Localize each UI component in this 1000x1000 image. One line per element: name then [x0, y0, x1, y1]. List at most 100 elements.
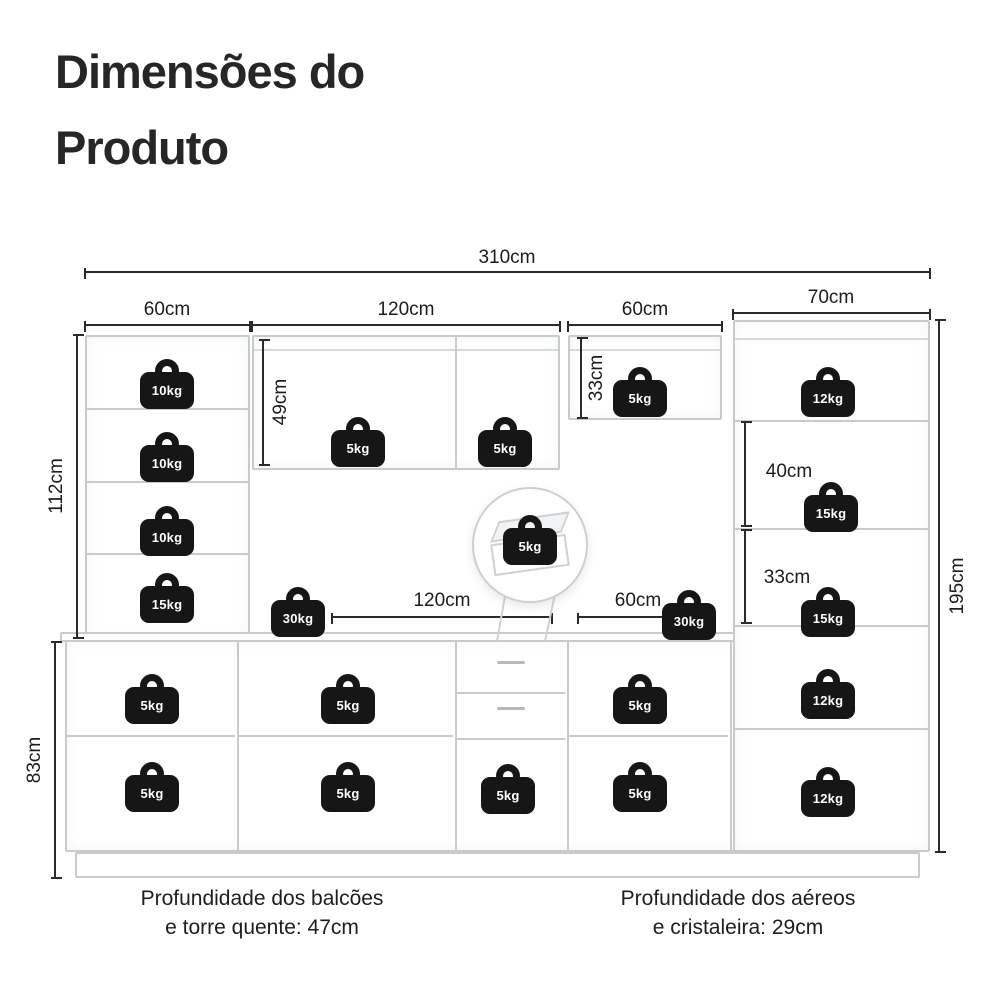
dim-label-tall-cabinet-width: 70cm [803, 287, 859, 309]
dim-line-tall-cabinet-width [732, 309, 931, 320]
dim-label-tall-section-lower: 33cm [759, 567, 815, 589]
weight-label: 5kg [321, 775, 375, 812]
cabinet-divider [730, 642, 732, 850]
weight-label: 15kg [801, 600, 855, 637]
weight-label: 5kg [613, 687, 667, 724]
dim-line-upper-left-width [84, 321, 251, 332]
weight-badge: 12kg [801, 767, 855, 817]
dim-label-upper-right-height: 33cm [586, 350, 608, 406]
cabinet-divider [567, 642, 569, 850]
dim-label-upper-mid-height: 49cm [270, 374, 292, 430]
dim-label-base-height: 83cm [24, 732, 46, 788]
footer-line: e torre quente: 47cm [165, 916, 359, 939]
weight-label: 5kg [125, 775, 179, 812]
shelf-line [735, 728, 928, 730]
weight-label: 10kg [140, 445, 194, 482]
weight-badge: 5kg [481, 764, 535, 814]
cabinet-top-rail [254, 349, 558, 351]
title-line-2: Produto [55, 121, 229, 174]
kickboard [75, 852, 920, 878]
dim-label-counter-mid-width: 120cm [409, 590, 475, 612]
weight-badge: 5kg [613, 367, 667, 417]
weight-label: 5kg [613, 380, 667, 417]
dim-label-upper-right-width: 60cm [617, 299, 673, 321]
weight-badge: 12kg [801, 367, 855, 417]
weight-label: 5kg [478, 430, 532, 467]
drawer-divider [457, 738, 565, 740]
weight-badge: 5kg [321, 762, 375, 812]
footer-depth-counters: Profundidade dos balcões e torre quente:… [52, 884, 472, 942]
weight-badge: 15kg [801, 587, 855, 637]
weight-badge: 10kg [140, 359, 194, 409]
shelf-line [569, 735, 728, 737]
dim-line-upper-mid-height [259, 339, 270, 466]
dim-line-tall-section-upper [741, 421, 752, 527]
dim-line-total-width [84, 268, 931, 279]
weight-badge: 30kg [271, 587, 325, 637]
dim-label-total-height: 195cm [947, 553, 969, 619]
dim-label-tall-section-upper: 40cm [761, 461, 817, 483]
cabinet-divider [455, 642, 457, 850]
cabinet-top-rail [570, 349, 720, 351]
weight-label: 5kg [503, 528, 557, 565]
footer-line: Profundidade dos aéreos [620, 887, 856, 910]
weight-badge: 5kg [613, 674, 667, 724]
weight-badge: 5kg [321, 674, 375, 724]
shelf-line [735, 420, 928, 422]
drawer-handle [497, 661, 525, 664]
weight-badge-zoom: 5kg [503, 515, 557, 565]
weight-label: 12kg [801, 780, 855, 817]
weight-label: 12kg [801, 682, 855, 719]
cabinet-divider [455, 337, 457, 468]
weight-badge: 5kg [125, 762, 179, 812]
weight-badge: 5kg [478, 417, 532, 467]
dim-label-total-width: 310cm [474, 247, 540, 269]
title-line-1: Dimensões do [55, 45, 365, 98]
dim-line-upper-right-width [567, 321, 723, 332]
dim-line-tall-section-lower [741, 529, 752, 624]
dim-line-upper-right-height [577, 337, 588, 419]
shelf-line [67, 735, 235, 737]
weight-label: 30kg [271, 600, 325, 637]
weight-label: 12kg [801, 380, 855, 417]
dim-line-total-height [935, 319, 946, 853]
cabinet-divider [237, 642, 239, 850]
dim-label-left-tower-height: 112cm [46, 454, 68, 518]
drawer-handle [497, 707, 525, 710]
weight-label: 5kg [613, 775, 667, 812]
countertop [60, 632, 735, 642]
dim-line-left-tower-height [73, 334, 84, 639]
dim-label-counter-right-width: 60cm [610, 590, 666, 612]
footer-line: Profundidade dos balcões [140, 887, 384, 910]
weight-badge: 5kg [331, 417, 385, 467]
dim-line-counter-mid-width [331, 613, 553, 624]
weight-badge: 15kg [140, 573, 194, 623]
weight-badge: 10kg [140, 432, 194, 482]
cabinet-top-rail [735, 338, 928, 340]
dim-line-upper-mid-width [251, 321, 561, 332]
shelf-line [239, 735, 453, 737]
weight-label: 15kg [140, 586, 194, 623]
footer-depth-uppers: Profundidade dos aéreos e cristaleira: 2… [528, 884, 948, 942]
weight-badge: 12kg [801, 669, 855, 719]
weight-label: 10kg [140, 372, 194, 409]
dim-line-base-height [51, 641, 62, 879]
weight-label: 15kg [804, 495, 858, 532]
footer-line: e cristaleira: 29cm [652, 916, 824, 939]
dim-label-upper-left-width: 60cm [139, 299, 195, 321]
weight-badge: 5kg [613, 762, 667, 812]
weight-badge: 5kg [125, 674, 179, 724]
shelf-line [87, 408, 248, 410]
weight-label: 10kg [140, 519, 194, 556]
weight-label: 30kg [662, 603, 716, 640]
drawer-divider [457, 692, 565, 694]
weight-label: 5kg [125, 687, 179, 724]
shelf-line [87, 481, 248, 483]
weight-badge: 10kg [140, 506, 194, 556]
weight-label: 5kg [321, 687, 375, 724]
weight-label: 5kg [331, 430, 385, 467]
page-title: Dimensões do Produto [55, 34, 365, 186]
dim-label-upper-mid-width: 120cm [373, 299, 439, 321]
weight-badge: 15kg [804, 482, 858, 532]
